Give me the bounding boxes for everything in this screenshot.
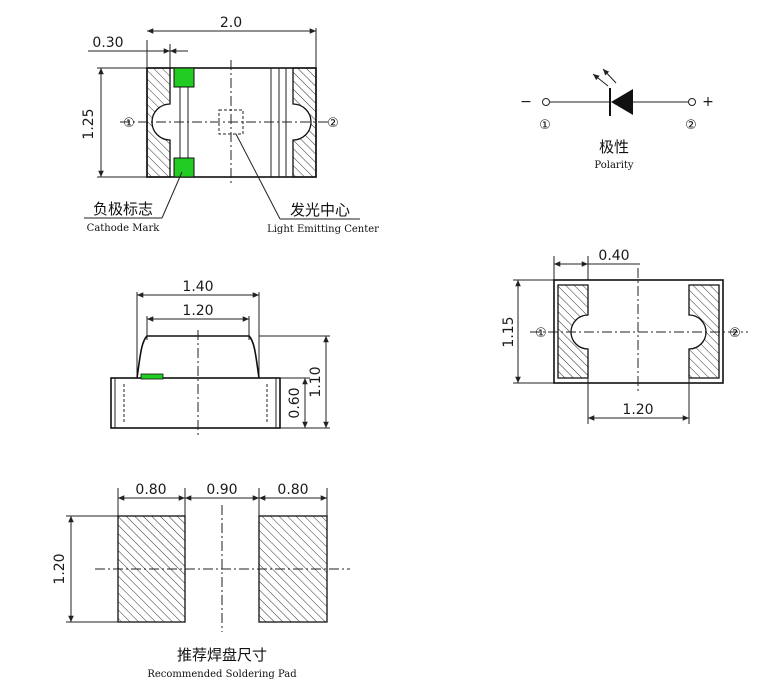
bottom-left-pad — [557, 284, 589, 379]
cathode-mark-zh: 负极标志 — [93, 200, 153, 218]
dim-bottom-height-label: 1.15 — [501, 316, 517, 347]
polarity-terminal-right — [688, 98, 696, 106]
soldering-pad-label-zh: 推荐焊盘尺寸 — [177, 646, 267, 664]
light-center-en: Light Emitting Center — [267, 224, 379, 235]
top-right-terminal — [292, 67, 317, 178]
soldering-pad-view: 0.80 0.90 0.80 1.20 推荐焊盘尺寸 Recommended S… — [52, 482, 350, 680]
cathode-mark-en: Cathode Mark — [87, 223, 161, 234]
polarity-label-zh: 极性 — [599, 138, 629, 156]
bottom-pin2: ② — [729, 326, 741, 341]
polarity-pin2: ② — [685, 118, 697, 133]
top-left-terminal — [146, 67, 171, 178]
bottom-right-pad — [688, 284, 720, 379]
dim-span-label: 1.20 — [622, 402, 653, 418]
diode-symbol — [611, 89, 633, 115]
bottom-pin1: ① — [535, 326, 547, 341]
side-cathode-mark — [140, 373, 164, 380]
dim-height-label: 1.25 — [81, 108, 97, 139]
top-view: 2.0 0.30 1.25 ① ② 负极标志 Cathode Mark — [81, 15, 379, 235]
side-body-outline — [110, 377, 281, 429]
soldering-pad-label-en: Recommended Soldering Pad — [147, 669, 297, 680]
pin1-label: ① — [123, 116, 135, 131]
dim-pad-label: 0.40 — [598, 248, 629, 264]
polarity-pin1: ① — [539, 118, 551, 133]
side-view: 1.40 1.20 0.60 1.10 — [110, 279, 330, 436]
dim-total-height-label: 1.10 — [308, 366, 324, 397]
polarity-terminal-left — [542, 98, 550, 106]
polarity-plus: + — [702, 94, 714, 110]
pin2-label: ② — [327, 116, 339, 131]
dim-width-label: 2.0 — [220, 15, 242, 31]
cathode-mark-bottom — [173, 157, 195, 178]
emission-arrow-2 — [602, 68, 617, 84]
dim-pad-height-label: 1.20 — [52, 553, 68, 584]
dim-gap-label: 0.90 — [206, 482, 237, 498]
polarity-minus: − — [520, 94, 532, 110]
dim-pad-left-label: 0.80 — [135, 482, 166, 498]
dim-top-label: 1.40 — [182, 279, 213, 295]
dim-lens-label: 1.20 — [182, 303, 213, 319]
polarity-label-en: Polarity — [594, 160, 634, 171]
dim-band-label: 0.30 — [92, 35, 123, 51]
bottom-view: 0.40 1.15 ① ② 1.20 — [501, 248, 748, 424]
polarity-symbol: − + ① ② 极性 Polarity — [520, 68, 714, 171]
cathode-mark-top — [173, 67, 195, 88]
light-center-zh: 发光中心 — [290, 201, 350, 219]
dim-pad-right-label: 0.80 — [277, 482, 308, 498]
emission-arrow-1 — [592, 73, 609, 87]
dim-body-height-label: 0.60 — [287, 387, 303, 418]
